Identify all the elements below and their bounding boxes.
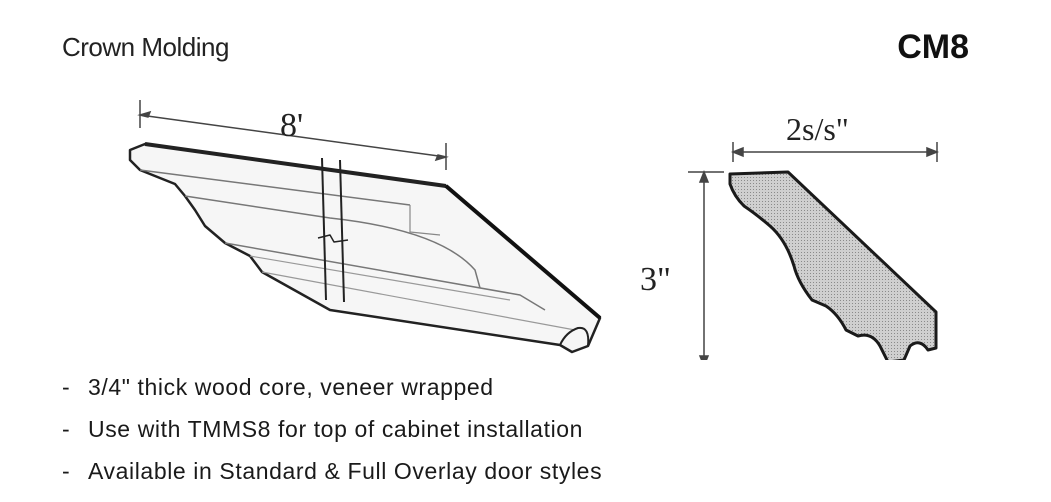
product-title: Crown Molding <box>62 32 229 62</box>
product-code: CM8 <box>897 28 969 66</box>
height-label: 3" <box>640 261 671 298</box>
feature-item: -Use with TMMS8 for top of cabinet insta… <box>62 416 584 442</box>
feature-text: Available in Standard & Full Overlay doo… <box>88 458 603 484</box>
width-label: 2s/s" <box>786 111 849 147</box>
molding-cross-section <box>728 170 938 360</box>
height-dimension <box>688 169 724 360</box>
length-label: 8' <box>280 107 303 144</box>
feature-text: 3/4" thick wood core, veneer wrapped <box>88 374 494 400</box>
feature-item: -3/4" thick wood core, veneer wrapped <box>62 374 494 400</box>
molding-drawing: 8' 2s/s" 3" <box>128 100 940 360</box>
feature-list: -3/4" thick wood core, veneer wrapped -U… <box>62 366 602 492</box>
feature-item: -Available in Standard & Full Overlay do… <box>62 458 603 484</box>
feature-text: Use with TMMS8 for top of cabinet instal… <box>88 416 584 442</box>
molding-side-view <box>128 142 602 354</box>
width-dimension <box>730 142 940 162</box>
length-dimension <box>137 100 449 170</box>
